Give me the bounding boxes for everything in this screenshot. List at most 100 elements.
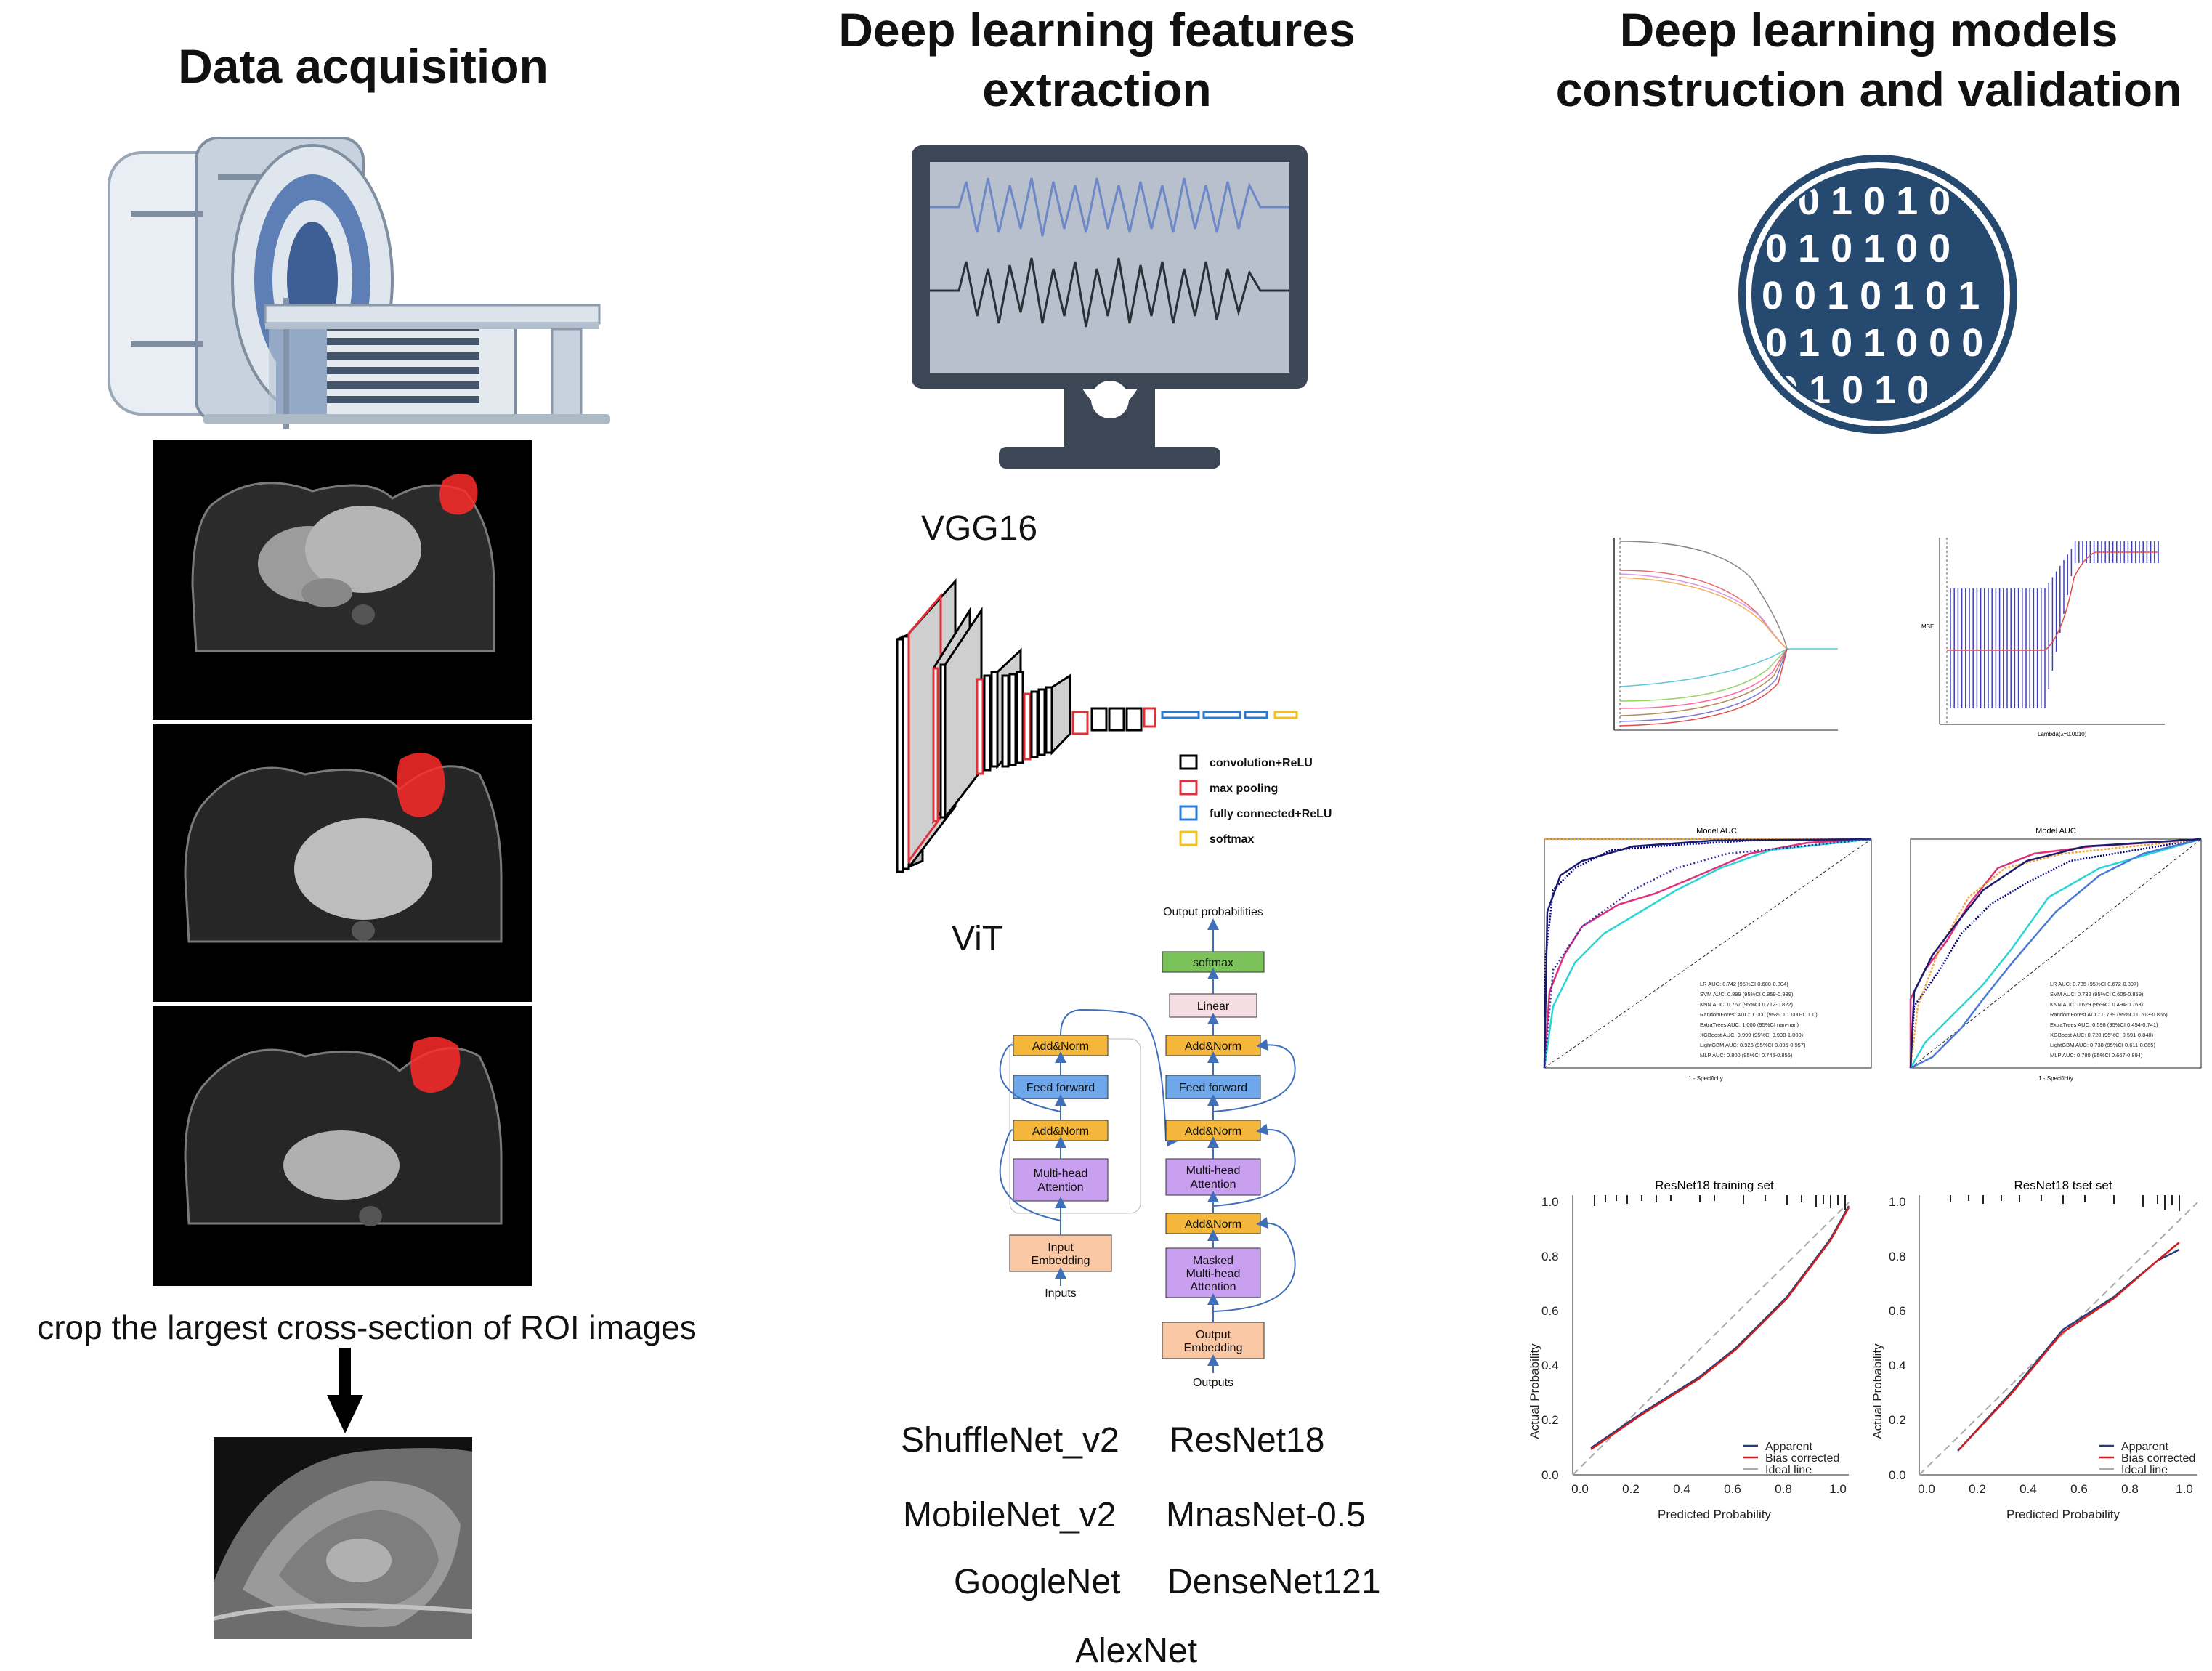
mri-slice-1 <box>153 440 532 720</box>
mri-slice-3 <box>153 1006 532 1286</box>
lasso-mse-plot: MSE Lambda(λ=0.0010) <box>1921 538 2165 737</box>
x-tick: 0.6 <box>2070 1482 2088 1496</box>
roc-legend-item: XGBoost AUC: 0.999 (95%CI 0.998-1.000) <box>1700 1032 1804 1038</box>
conv-block-5 <box>1071 707 1156 735</box>
masked-mha-label: Masked <box>1193 1255 1233 1267</box>
y-tick: 0.2 <box>1541 1413 1559 1427</box>
roc-legend-item: XGBoost AUC: 0.720 (95%CI 0.591-0.848) <box>2050 1032 2154 1038</box>
legend-softmax: softmax <box>1210 833 1254 846</box>
vgg-legend: convolution+ReLU max pooling fully conne… <box>1179 754 1332 846</box>
masked-mha-label: Multi-head <box>1186 1268 1241 1280</box>
output-embedding-label: Embedding <box>1184 1342 1243 1354</box>
title-line1: Deep learning models <box>1619 3 2118 57</box>
add-norm-label: Add&Norm <box>1185 1218 1241 1231</box>
roc-legend-item: LightGBM AUC: 0.738 (95%CI 0.611-0.865) <box>2050 1042 2155 1048</box>
mha-label: Attention <box>1037 1181 1083 1194</box>
network-googlenet: GoogleNet <box>954 1563 1121 1601</box>
roc-legend-item: LightGBM AUC: 0.926 (95%CI 0.895-0.957) <box>1700 1042 1806 1048</box>
roc-legend-item: SVM AUC: 0.732 (95%CI 0.605-0.859) <box>2050 991 2144 998</box>
fc-layers <box>1161 711 1298 719</box>
linear-label: Linear <box>1197 1000 1230 1013</box>
roc-legend-item: KNN AUC: 0.767 (95%CI 0.712-0.822) <box>1700 1001 1793 1008</box>
y-tick: 1.0 <box>1541 1195 1559 1209</box>
y-tick: 0.4 <box>1889 1359 1906 1372</box>
lasso-coefficient-plot <box>1613 538 1838 731</box>
vgg-title: VGG16 <box>921 509 1038 548</box>
roc-plot-training: Model AUC 1 - Specificity LR AUC: 0.742 … <box>1531 825 1876 1086</box>
title-line2: extraction <box>982 62 1212 116</box>
roc-xlabel: 1 - Specificity <box>2038 1075 2073 1082</box>
legend-conv: convolution+ReLU <box>1210 757 1313 769</box>
network-densenet: DenseNet121 <box>1167 1563 1381 1601</box>
calibration-legend-item: Bias corrected <box>1765 1452 1839 1465</box>
binary-row: 0 1 0 1 0 0 0 <box>1765 321 1983 365</box>
roc-title: Model AUC <box>1696 827 1737 836</box>
y-tick: 0.2 <box>1889 1413 1906 1427</box>
vit-title: ViT <box>952 920 1004 958</box>
x-tick: 0.2 <box>1969 1482 1986 1496</box>
x-tick: 0.0 <box>1918 1482 1935 1496</box>
roc-legend-item: LR AUC: 0.742 (95%CI 0.680-0.804) <box>1700 981 1788 987</box>
add-norm-label: Add&Norm <box>1185 1040 1241 1053</box>
calibration-xlabel: Predicted Probability <box>2006 1508 2120 1521</box>
title-feature-extraction: Deep learning features extraction <box>770 0 1424 119</box>
roc-xlabel: 1 - Specificity <box>1688 1075 1723 1082</box>
roc-legend-item: RandomForest AUC: 0.739 (95%CI 0.613-0.8… <box>2050 1011 2168 1018</box>
roc-legend-item: KNN AUC: 0.629 (95%CI 0.494-0.763) <box>2050 1001 2143 1008</box>
add-norm-label: Add&Norm <box>1185 1125 1241 1138</box>
network-shufflenet: ShuffleNet_v2 <box>901 1421 1119 1460</box>
calibration-legend-item: Apparent <box>2121 1441 2168 1453</box>
outputs-label: Outputs <box>1193 1377 1233 1389</box>
x-tick: 0.6 <box>1724 1482 1741 1496</box>
y-tick: 0.0 <box>1541 1468 1559 1482</box>
calibration-ylabel: Actual Probability <box>1528 1343 1541 1439</box>
network-resnet18: ResNet18 <box>1170 1421 1325 1460</box>
calibration-title: ResNet18 training set <box>1655 1178 1774 1192</box>
roc-legend-item: ExtraTrees AUC: 1.000 (95%CI nan-nan) <box>1700 1021 1799 1028</box>
calibration-legend-item: Ideal line <box>1765 1464 1812 1476</box>
x-tick: 1.0 <box>2176 1482 2193 1496</box>
y-tick: 0.6 <box>1541 1304 1559 1318</box>
network-alexnet: AlexNet <box>1075 1632 1198 1670</box>
y-tick: 0.0 <box>1889 1468 1906 1482</box>
y-tick: 1.0 <box>1889 1195 1906 1209</box>
mri-divider <box>153 720 532 724</box>
network-mobilenet: MobileNet_v2 <box>903 1496 1117 1534</box>
calibration-legend-item: Bias corrected <box>2121 1452 2195 1465</box>
y-tick: 0.8 <box>1889 1250 1906 1263</box>
legend-fc: fully connected+ReLU <box>1210 808 1332 820</box>
binary-row: 0 1 0 1 0 <box>1798 179 1950 223</box>
feed-forward-label: Feed forward <box>1026 1082 1095 1094</box>
calibration-plot-training: ResNet18 training set 0.0 0.2 0.4 0.6 0.… <box>1528 1178 1850 1521</box>
add-norm-label: Add&Norm <box>1032 1125 1089 1138</box>
output-probabilities-label: Output probabilities <box>1163 906 1263 918</box>
feed-forward-label: Feed forward <box>1179 1082 1247 1094</box>
roc-legend-item: RandomForest AUC: 1.000 (95%CI 1.000-1.0… <box>1700 1011 1818 1018</box>
crop-caption: crop the largest cross-section of ROI im… <box>37 1308 697 1346</box>
mha-label: Attention <box>1190 1178 1236 1191</box>
y-tick: 0.4 <box>1541 1359 1559 1372</box>
title-line1: Deep learning features <box>838 3 1356 57</box>
mse-label: MSE <box>1921 623 1934 630</box>
x-tick: 1.0 <box>1829 1482 1847 1496</box>
binary-row: 0 0 1 0 1 0 1 <box>1762 274 1980 317</box>
binary-row: 0 1 0 1 0 0 <box>1765 227 1950 270</box>
conv-block-2 <box>932 606 983 825</box>
cropped-roi-image <box>214 1437 472 1639</box>
calibration-plot-test: ResNet18 tset set 0.0 0.2 0.4 0.6 0.8 1.… <box>1871 1178 2198 1521</box>
mha-label: Multi-head <box>1186 1165 1241 1177</box>
y-tick: 0.8 <box>1541 1250 1559 1263</box>
encoder-stack: Add&Norm Feed forward Add&Norm Multi-hea… <box>999 1008 1179 1300</box>
output-embedding-label: Output <box>1196 1329 1231 1341</box>
vgg-diagram: convolution+ReLU max pooling fully conne… <box>896 578 1332 874</box>
inputs-label: Inputs <box>1045 1287 1077 1300</box>
x-tick: 0.4 <box>2019 1482 2037 1496</box>
y-tick: 0.6 <box>1889 1304 1906 1318</box>
monitor-icon <box>912 145 1308 469</box>
mha-label: Multi-head <box>1034 1168 1088 1180</box>
calibration-xlabel: Predicted Probability <box>1658 1508 1771 1521</box>
x-tick: 0.8 <box>2121 1482 2139 1496</box>
network-mnasnet: MnasNet-0.5 <box>1166 1496 1366 1534</box>
roc-legend-item: SVM AUC: 0.899 (95%CI 0.859-0.939) <box>1700 991 1794 998</box>
x-tick: 0.0 <box>1571 1482 1589 1496</box>
